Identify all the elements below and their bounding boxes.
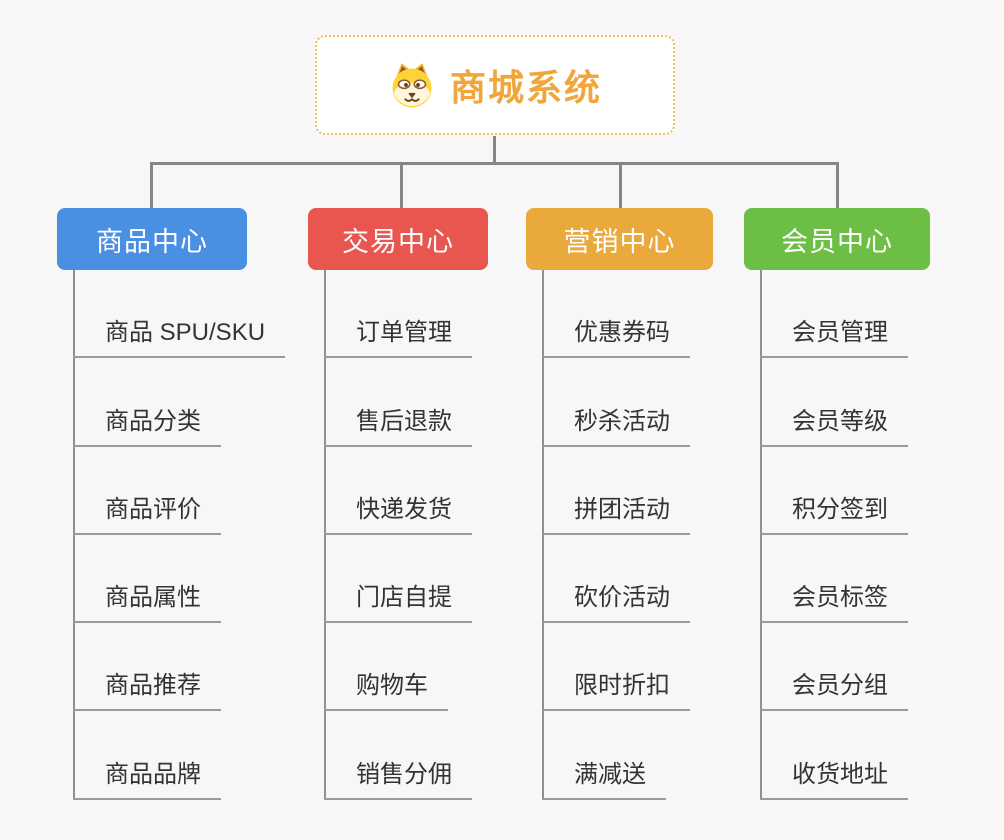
node-label[interactable]: 快递发货 (324, 489, 472, 535)
list-item: 砍价活动 (542, 535, 690, 624)
node-label[interactable]: 购物车 (324, 665, 448, 712)
connector-horizontal-bar (150, 162, 839, 165)
node-label[interactable]: 会员等级 (760, 401, 908, 447)
item-list-marketing-center: 优惠券码 秒杀活动 拼团活动 砍价活动 限时折扣 满减送 (542, 270, 690, 800)
node-label[interactable]: 商品属性 (73, 577, 221, 624)
node-label[interactable]: 会员管理 (760, 312, 908, 359)
list-item: 销售分佣 (324, 711, 472, 800)
branch-label: 营销中心 (563, 226, 676, 257)
root-title: 商城系统 (449, 67, 602, 108)
branch-label: 会员中心 (781, 226, 893, 257)
node-label[interactable]: 商品评价 (73, 489, 221, 535)
branch-node-product-center[interactable]: 商品中心 (57, 208, 247, 270)
item-list-trade-center: 订单管理 售后退款 快递发货 门店自提 购物车 销售分佣 (324, 270, 472, 800)
list-item: 商品评价 (73, 447, 285, 535)
list-item: 商品 SPU/SKU (73, 270, 286, 359)
connector-drop-marketing (619, 164, 622, 208)
node-label[interactable]: 商品推荐 (73, 665, 221, 712)
branch-label: 商品中心 (96, 226, 208, 257)
list-item: 会员标签 (760, 535, 908, 624)
node-label[interactable]: 优惠券码 (542, 312, 690, 359)
list-item: 商品分类 (73, 358, 285, 447)
item-list-product-center: 商品 SPU/SKU 商品分类 商品评价 商品属性 商品推荐 商品品牌 (73, 270, 286, 800)
connector-drop-members (836, 164, 839, 208)
node-label[interactable]: 积分签到 (760, 489, 908, 535)
node-label[interactable]: 会员标签 (760, 577, 908, 624)
list-item: 购物车 (324, 623, 472, 712)
list-item: 会员管理 (760, 270, 908, 359)
list-item: 售后退款 (324, 358, 472, 447)
node-label[interactable]: 收货地址 (760, 754, 908, 800)
node-label[interactable]: 售后退款 (324, 401, 472, 447)
list-item: 秒杀活动 (542, 358, 690, 447)
list-item: 收货地址 (760, 711, 908, 800)
node-label[interactable]: 商品分类 (73, 401, 221, 447)
list-item: 快递发货 (324, 447, 472, 535)
node-label[interactable]: 门店自提 (324, 577, 472, 624)
connector-drop-products (150, 164, 153, 208)
branch-node-member-center[interactable]: 会员中心 (744, 208, 930, 270)
node-label[interactable]: 会员分组 (760, 665, 908, 712)
connector-drop-trade (400, 164, 403, 208)
branch-label: 交易中心 (342, 226, 454, 257)
list-item: 商品属性 (73, 535, 285, 624)
root-node[interactable]: 商城系统 (315, 35, 675, 135)
node-label[interactable]: 秒杀活动 (542, 401, 690, 447)
dog-face-icon (392, 63, 432, 108)
list-item: 满减送 (542, 711, 690, 800)
node-label[interactable]: 砍价活动 (542, 577, 690, 624)
connector-root-stem (493, 136, 496, 163)
branch-node-marketing-center[interactable]: 营销中心 (526, 208, 713, 270)
node-label[interactable]: 限时折扣 (542, 665, 690, 712)
branch-node-trade-center[interactable]: 交易中心 (308, 208, 488, 270)
node-label[interactable]: 订单管理 (324, 312, 472, 359)
list-item: 会员等级 (760, 358, 908, 447)
node-label[interactable]: 商品 SPU/SKU (73, 312, 286, 359)
list-item: 商品推荐 (73, 623, 285, 712)
list-item: 拼团活动 (542, 447, 690, 535)
node-label[interactable]: 满减送 (542, 754, 666, 800)
node-label[interactable]: 销售分佣 (324, 754, 472, 800)
list-item: 积分签到 (760, 447, 908, 535)
list-item: 会员分组 (760, 623, 908, 712)
list-item: 商品品牌 (73, 711, 285, 800)
list-item: 门店自提 (324, 535, 472, 624)
node-label[interactable]: 商品品牌 (73, 754, 221, 800)
list-item: 优惠券码 (542, 270, 690, 359)
node-label[interactable]: 拼团活动 (542, 489, 690, 535)
list-item: 订单管理 (324, 270, 472, 359)
list-item: 限时折扣 (542, 623, 690, 712)
item-list-member-center: 会员管理 会员等级 积分签到 会员标签 会员分组 收货地址 (760, 270, 908, 800)
